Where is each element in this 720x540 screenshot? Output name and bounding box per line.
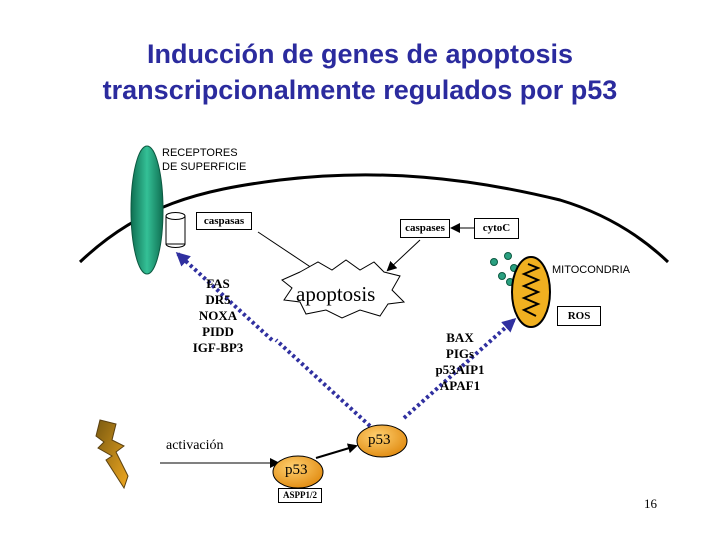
p53-nucleus-oval bbox=[356, 424, 408, 458]
mitochondrion-icon bbox=[511, 256, 551, 328]
lightning-bolt-icon bbox=[95, 419, 129, 490]
receptor-cylinder-icon bbox=[165, 212, 186, 248]
arrow-p53-to-receptor-genes bbox=[274, 338, 372, 428]
mitocondria-label: MITOCONDRIA bbox=[552, 264, 631, 276]
receptor-gene: DR5 bbox=[205, 292, 231, 307]
p53-nucleus-label: p53 bbox=[368, 432, 391, 448]
cytoc-dots bbox=[490, 252, 518, 286]
arrow-to-mitochondria bbox=[402, 318, 517, 420]
receptors-label-line-2: DE SUPERFICIE bbox=[162, 161, 247, 173]
arrow-p53-activation bbox=[315, 443, 358, 459]
caspasas-box: caspasas bbox=[196, 212, 252, 230]
mito-gene: BAX bbox=[446, 330, 474, 345]
receptors-label-line-1: RECEPTORES bbox=[162, 147, 238, 159]
apoptosis-starburst bbox=[281, 259, 406, 319]
apoptosis-label: apoptosis bbox=[296, 282, 376, 306]
receptors-label: RECEPTORES DE SUPERFICIE bbox=[162, 146, 246, 174]
receptor-gene: IGF-BP3 bbox=[192, 340, 244, 355]
mito-gene: PIGs bbox=[445, 346, 475, 361]
ros-box: ROS bbox=[557, 306, 601, 326]
mito-gene: APAF1 bbox=[439, 378, 481, 393]
p53-bottom-label: p53 bbox=[285, 462, 308, 478]
receptor-gene-list: FAS DR5 NOXA PIDD IGF-BP3 bbox=[188, 276, 248, 356]
cell-membrane bbox=[78, 173, 670, 264]
title-line-2: transcripcionalmente regulados por p53 bbox=[102, 75, 618, 105]
arrow-caspases-to-apoptosis bbox=[386, 239, 421, 272]
mito-gene: p53AIP1 bbox=[435, 362, 485, 377]
arrow-caspasas-to-apoptosis bbox=[257, 231, 320, 274]
mito-gene-list: BAX PIGs p53AIP1 APAF1 bbox=[428, 330, 492, 394]
aspp-box: ASPP1/2 bbox=[278, 488, 322, 503]
activacion-label: activación bbox=[166, 438, 224, 453]
receptor-gene: NOXA bbox=[198, 308, 238, 323]
surface-receptor bbox=[130, 145, 164, 275]
receptor-gene: PIDD bbox=[202, 324, 234, 339]
receptor-gene: FAS bbox=[206, 276, 230, 291]
slide-title: Inducción de genes de apoptosis transcri… bbox=[0, 36, 720, 108]
page-number: 16 bbox=[644, 496, 657, 511]
caspases-box: caspases bbox=[400, 219, 450, 238]
cytoc-box: cytoC bbox=[474, 218, 519, 239]
title-line-1: Inducción de genes de apoptosis bbox=[146, 39, 574, 69]
